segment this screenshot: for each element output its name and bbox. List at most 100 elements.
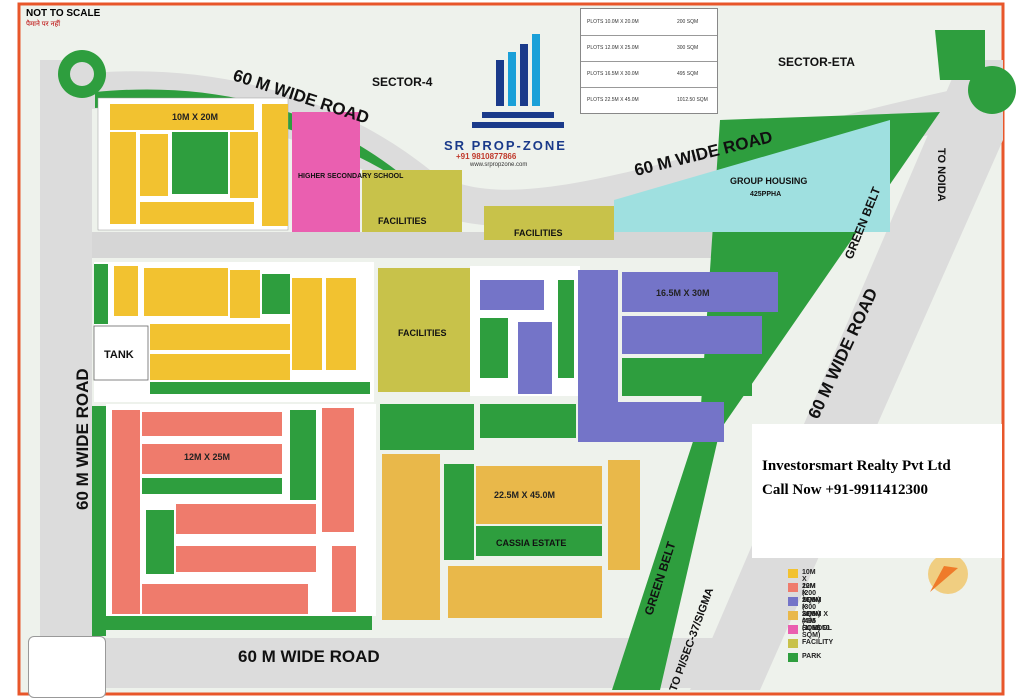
plot-table-row: PLOTS 12.0M X 25.0M 300 SQM [581, 35, 717, 62]
left-green-border [92, 406, 106, 636]
left-vertical-road [40, 60, 92, 690]
plots-b-5 [326, 278, 356, 370]
park-a [172, 132, 228, 194]
plots-b-6 [150, 324, 290, 350]
plots-b-1 [114, 266, 138, 316]
plot-area: 1012.50 SQM [677, 97, 708, 103]
plots-b-4 [292, 278, 322, 370]
park-c-3 [480, 404, 576, 438]
plots-c-6 [578, 402, 724, 442]
legend-swatch [788, 639, 798, 648]
park-c-r [558, 280, 574, 378]
plots-a-mid [140, 134, 168, 196]
park-e-2 [380, 404, 474, 450]
school-block [292, 112, 360, 232]
facility-label-2: FACILITIES [514, 228, 563, 238]
plot-area: 200 SQM [677, 19, 699, 25]
park-d-1 [142, 478, 282, 494]
plots-c-4 [622, 272, 778, 312]
plots-c-5 [622, 316, 762, 354]
logo-bar-3 [520, 44, 528, 106]
park-d-2 [146, 510, 174, 574]
legend-swatch [788, 611, 798, 620]
plots-a-top [110, 104, 254, 130]
plots-d-3 [142, 444, 282, 474]
cassia-estate-label: CASSIA ESTATE [496, 538, 566, 548]
logo-bar-4 [532, 34, 540, 106]
plot-size: PLOTS 10.0M X 20.0M [587, 19, 639, 25]
legend-label: 16.5M X 30M (495 SQM) [802, 597, 822, 632]
facility-top-1 [362, 170, 462, 232]
park-b-mid [262, 274, 290, 314]
plots-e-3 [448, 566, 602, 618]
contact-card: Investorsmart Realty Pvt Ltd Call Now +9… [752, 424, 1002, 558]
logo-bar-2 [508, 52, 516, 106]
plot-area: 495 SQM [677, 71, 699, 77]
plots-e-1 [382, 454, 440, 620]
contact-phone[interactable]: Call Now +91-9911412300 [762, 482, 929, 498]
plots-a-right2 [262, 104, 288, 226]
plot-size: PLOTS 12.0M X 25.0M [587, 45, 639, 51]
plot-table-row: PLOTS 10.0M X 20.0M 200 SQM [581, 9, 717, 36]
logo-bar-1 [496, 60, 504, 106]
bottom-road [40, 638, 720, 688]
logo-base-2 [472, 122, 564, 128]
park-c [480, 318, 508, 378]
facility-mid [378, 268, 470, 392]
plots-c-1 [480, 280, 544, 310]
plots-d-2 [142, 412, 282, 436]
plot-label-10x20: 10M X 20M [172, 112, 218, 122]
plot-label-16x30: 16.5M X 30M [656, 288, 710, 298]
plots-e-2 [476, 466, 602, 524]
park-e-1 [444, 464, 474, 560]
plot-label-22x45: 22.5M X 45.0M [494, 490, 555, 500]
plot-label-12x25: 12M X 25M [184, 452, 230, 462]
tank-label: TANK [104, 349, 134, 361]
plots-c-2 [518, 322, 552, 394]
not-to-scale-hindi: पैमाने पर नहीं [26, 21, 61, 28]
tank [93, 325, 149, 381]
facility-label-1: FACILITIES [378, 216, 427, 226]
green-belt-far [935, 30, 985, 80]
plots-d-6 [142, 584, 308, 614]
plots-d-5 [176, 546, 316, 572]
top-curved-road [70, 71, 1000, 226]
plot-area: 300 SQM [677, 45, 699, 51]
plot-size-table: PLOTS 10.0M X 20.0M 200 SQM PLOTS 12.0M X… [580, 8, 718, 114]
cassia-estate-park [476, 526, 602, 556]
plots-a-right [230, 132, 258, 198]
to-noida-label: TO NOIDA [935, 148, 947, 202]
bottom-green-border [92, 616, 372, 630]
park-d-3 [290, 410, 316, 500]
legend-swatch [788, 597, 798, 606]
legend-label: SCHOOL [802, 625, 832, 632]
plots-b-2 [144, 268, 228, 316]
sector-4-label: SECTOR-4 [372, 75, 433, 89]
legend-label: FACILITY [802, 639, 834, 646]
blank-placeholder [28, 636, 106, 698]
legend-swatch [788, 583, 798, 592]
brand-phone: +91 9810877866 [456, 152, 517, 161]
plots-b-7 [150, 354, 290, 380]
road-label-bottom: 60 M WIDE ROAD [238, 647, 380, 666]
legend-swatch [788, 569, 798, 578]
plots-d-1 [112, 410, 140, 614]
legend-label: 10M X 20M (200 SQM) [802, 569, 821, 604]
company-name: Investorsmart Realty Pvt Ltd [762, 458, 951, 474]
legend-label: 12M X 25M (300 SQM) [802, 583, 821, 618]
middle-horizontal-road [92, 232, 792, 258]
green-strip-b [150, 382, 370, 394]
roundabout-inner [70, 62, 94, 86]
plots-d-8 [332, 546, 356, 612]
legend-label: 22.5M X 45M (1012.50 SQM) [802, 611, 830, 639]
plots-a-bottom [140, 202, 254, 224]
road-label-left: 60 M WIDE ROAD [73, 368, 92, 510]
plots-b-3 [230, 270, 260, 318]
roundabout-right [968, 66, 1016, 114]
plots-e-4 [608, 460, 640, 570]
legend-swatch [788, 625, 798, 634]
group-housing-label: GROUP HOUSING [730, 176, 807, 186]
plots-d-4 [176, 504, 316, 534]
